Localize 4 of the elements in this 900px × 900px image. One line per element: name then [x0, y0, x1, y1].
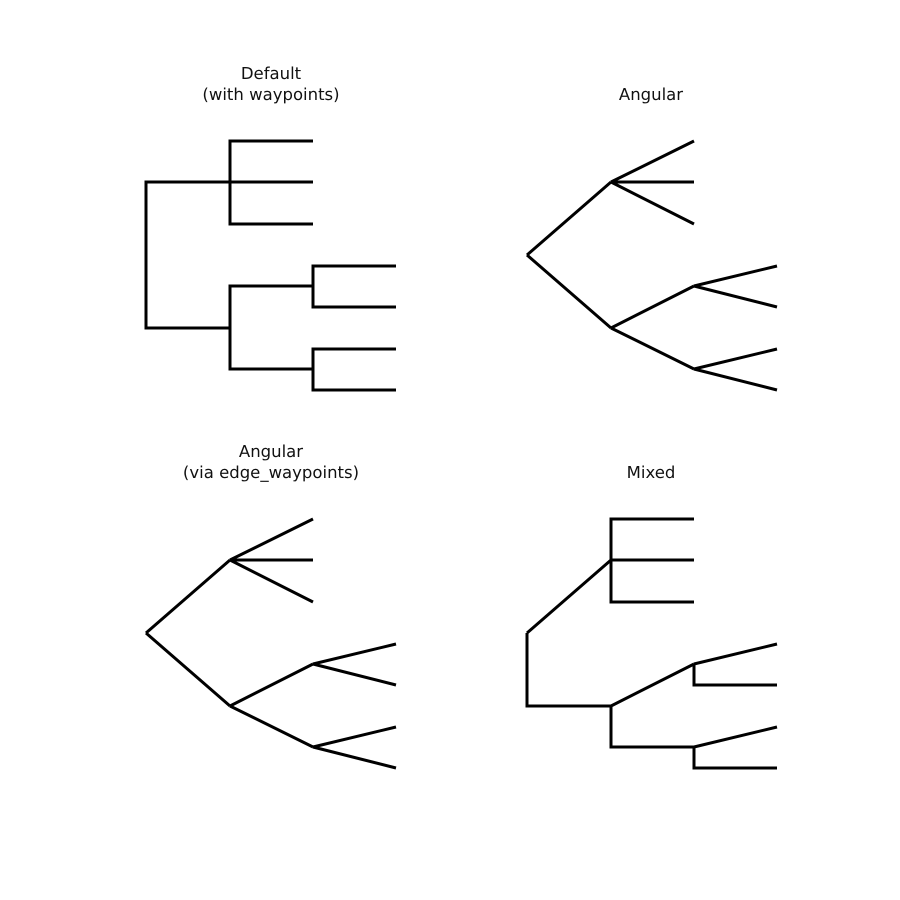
panel-title: Angular	[618, 84, 684, 104]
panel-title: Mixed	[626, 462, 676, 482]
panel-title: Angular (via edge_waypoints)	[182, 440, 360, 482]
panel-title: Default (with waypoints)	[201, 62, 341, 104]
